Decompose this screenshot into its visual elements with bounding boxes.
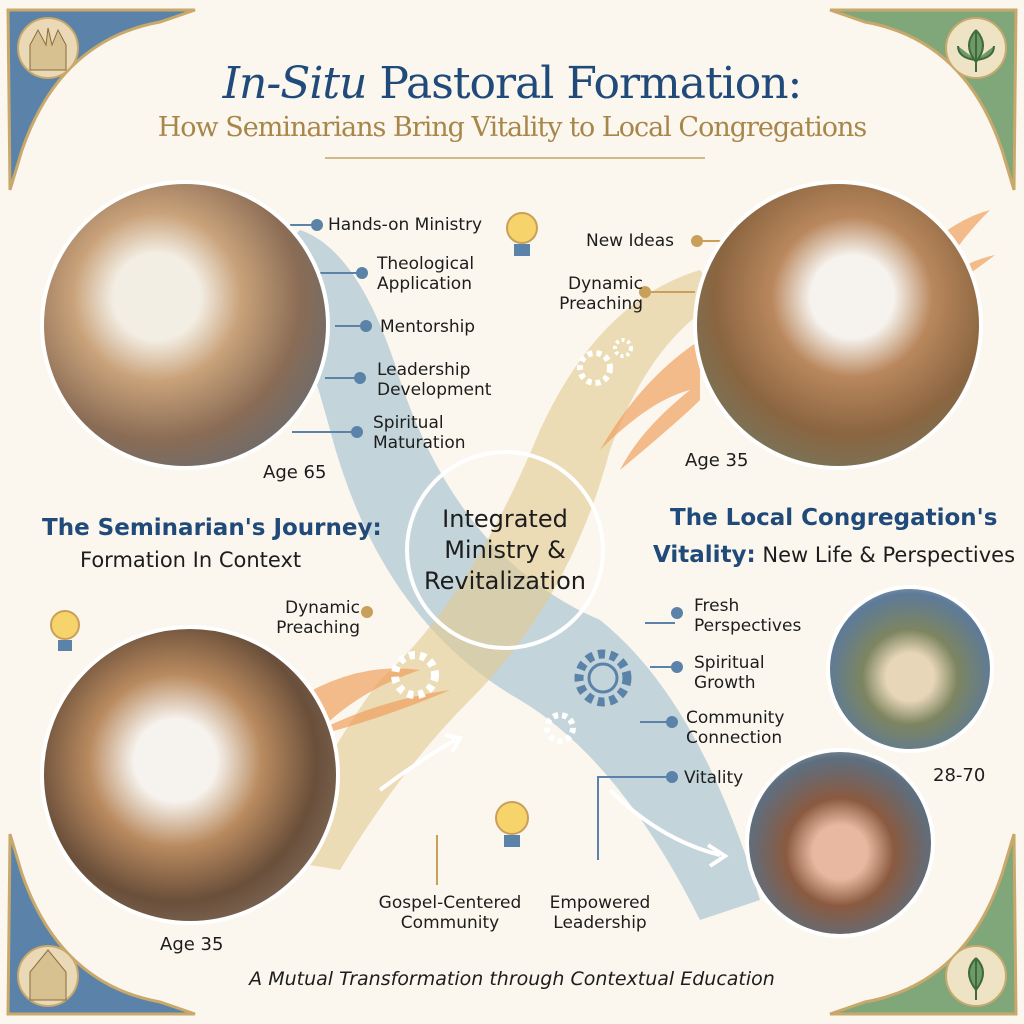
- arrow-icon: [608, 788, 729, 868]
- flame-icon: [600, 340, 700, 470]
- corner-top-left: [6, 8, 196, 191]
- photo-preacher-congregation: [693, 180, 983, 470]
- age-range-label: 28-70: [933, 765, 986, 786]
- label-mentorship: Mentorship: [380, 317, 476, 337]
- label-dynamic-preaching-left: Dynamic Preaching: [276, 598, 360, 638]
- gear-icon: [577, 338, 633, 386]
- label-leadership-development: Leadership Development: [377, 360, 492, 400]
- age-label: Age 35: [685, 450, 749, 471]
- page-title: In-Situ Pastoral Formation:: [222, 58, 803, 109]
- lightbulb-icon: [495, 801, 529, 847]
- corner-bottom-right: [829, 833, 1018, 1016]
- photo-congregation-worship: [745, 748, 935, 938]
- label-vitality: Vitality: [684, 768, 744, 788]
- footer-tagline: A Mutual Transformation through Contextu…: [249, 968, 775, 990]
- congregation-subheading: Vitality: New Life & Perspectives: [653, 542, 1016, 568]
- seminarian-subheading: Formation In Context: [80, 548, 302, 572]
- gear-icon: [544, 712, 576, 744]
- corner-top-right: [829, 8, 1018, 191]
- corner-bottom-left: [6, 833, 196, 1016]
- lightbulb-icon: [50, 610, 80, 651]
- label-community-connection: Community Connection: [686, 708, 785, 748]
- seminarian-heading: The Seminarian's Journey:: [42, 515, 382, 541]
- label-spiritual-growth: Spiritual Growth: [694, 653, 765, 693]
- label-spiritual-maturation: Spiritual Maturation: [373, 413, 466, 453]
- church-icon: [29, 27, 67, 71]
- leaf-icon: [957, 29, 995, 72]
- gear-icon: [574, 649, 632, 707]
- label-empowered-leadership: Empowered Leadership: [549, 893, 651, 933]
- arrow-icon: [378, 733, 464, 792]
- center-circle: Integrated Ministry & Revitalization: [405, 450, 605, 650]
- age-label: Age 35: [160, 934, 224, 955]
- label-gospel-centered-community: Gospel-Centered Community: [378, 893, 522, 933]
- age-label: Age 65: [263, 462, 327, 483]
- label-hands-on-ministry: Hands-on Ministry: [328, 215, 483, 235]
- photo-community-work: [826, 585, 994, 753]
- lightbulb-icon: [506, 212, 538, 256]
- label-new-ideas: New Ideas: [586, 231, 675, 251]
- congregation-heading: The Local Congregation's: [670, 505, 998, 531]
- divider: [325, 157, 705, 159]
- label-theological-application: Theological Application: [377, 254, 475, 294]
- label-fresh-perspectives: Fresh Perspectives: [694, 596, 802, 636]
- page-subtitle: How Seminarians Bring Vitality to Local …: [157, 112, 868, 143]
- photo-mentor-elder: [40, 180, 330, 470]
- gear-icon: [391, 651, 439, 699]
- photo-seminarian-preaching: [40, 625, 340, 925]
- label-dynamic-preaching: Dynamic Preaching: [559, 274, 643, 314]
